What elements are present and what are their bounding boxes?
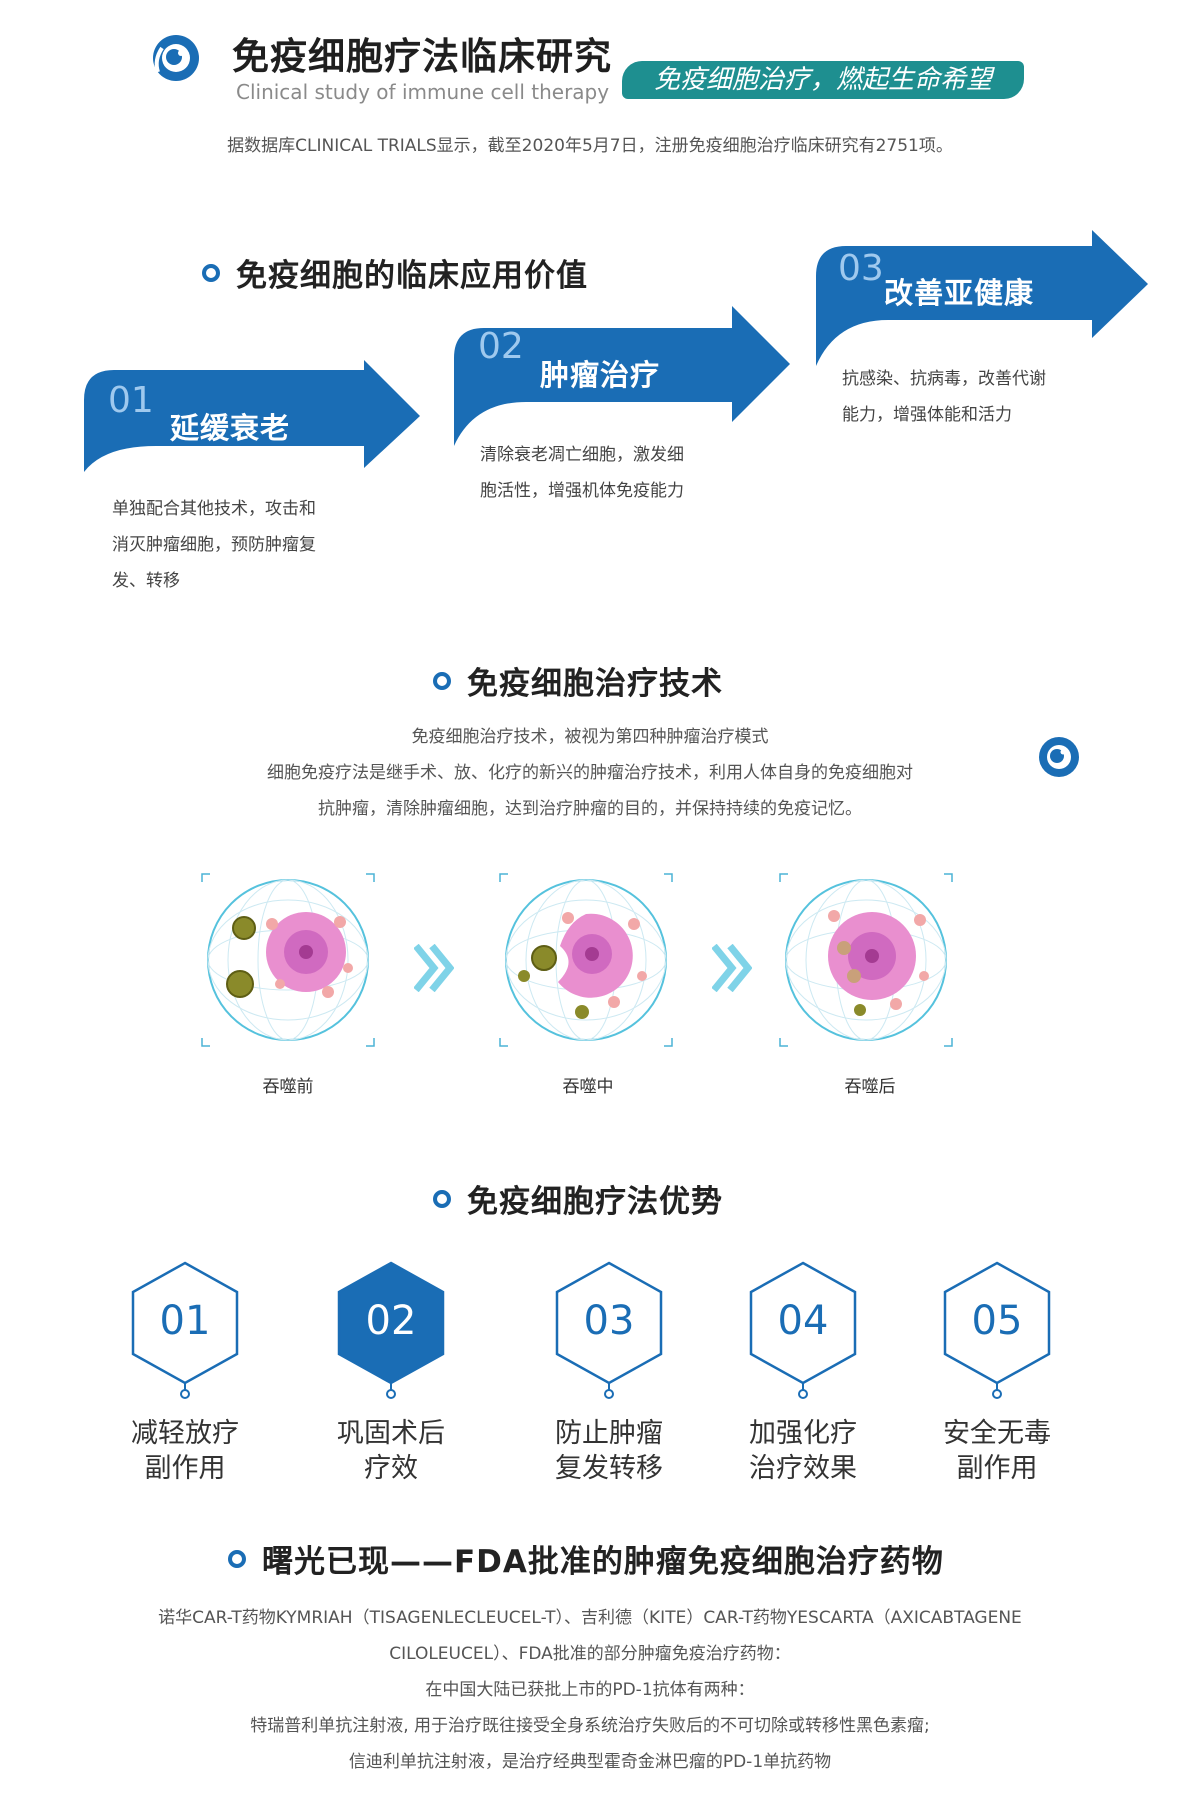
page-title: 免疫细胞疗法临床研究: [232, 35, 612, 78]
section-heading-advantages: 免疫细胞疗法优势: [433, 1176, 723, 1221]
advantage-label-line: 减轻放疗: [131, 1418, 239, 1449]
stage-caption-before: 吞噬前: [262, 1077, 314, 1097]
section-heading-fda: 曙光已现——FDA批准的肿瘤免疫细胞治疗药物: [228, 1536, 944, 1581]
brand-logo-small-icon: [1036, 734, 1082, 780]
advantage-label-01: 减轻放疗副作用: [105, 1416, 265, 1486]
arrow-desc-01: 单独配合其他技术，攻击和 消灭肿瘤细胞，预防肿瘤复 发、转移: [112, 499, 316, 591]
cell-illustration-after: [779, 873, 953, 1047]
slogan-banner: 免疫细胞治疗，燃起生命希望: [622, 61, 1024, 99]
advantage-number: 05: [971, 1298, 1023, 1344]
advantage-label-04: 加强化疗治疗效果: [723, 1416, 883, 1486]
arrow-desc-03: 抗感染、抗病毒，改善代谢 能力，增强体能和活力: [842, 369, 1046, 425]
fda-description: 诺华CAR-T药物KYMRIAH（TISAGENLECLEUCEL-T）、吉利德…: [158, 1608, 1022, 1772]
advantage-label-line: 防止肿瘤: [555, 1418, 663, 1449]
section-dot-icon: [433, 671, 451, 690]
arrow-banner-03: [816, 230, 1148, 366]
section-dot-icon: [228, 1549, 246, 1568]
arrow-banner-02: [454, 306, 790, 446]
advantage-label-line: 副作用: [956, 1453, 1038, 1484]
advantage-label-line: 副作用: [144, 1453, 226, 1484]
arrow-number-03: 03: [838, 248, 884, 289]
advantage-hexagon-04: 04: [748, 1260, 872, 1420]
advantage-label-line: 加强化疗: [749, 1418, 857, 1449]
section-dot-icon: [202, 263, 220, 282]
advantage-hexagon-02: 02: [336, 1260, 460, 1420]
hexagon-icon: [749, 1261, 857, 1399]
arrow-label-01: 延缓衰老: [170, 411, 291, 445]
chevron-right-icon: [413, 943, 455, 996]
chevron-right-icon: [711, 943, 753, 996]
section-heading-clinical-value: 免疫细胞的临床应用价值: [202, 250, 588, 295]
hexagon-icon: [337, 1261, 445, 1399]
hexagon-icon: [131, 1261, 239, 1399]
arrow-label-03: 改善亚健康: [884, 276, 1035, 310]
advantage-number: 04: [777, 1298, 829, 1344]
advantage-label-05: 安全无毒副作用: [917, 1416, 1077, 1486]
advantage-label-line: 巩固术后: [337, 1418, 445, 1449]
arrow-desc-02: 清除衰老凋亡细胞，激发细 胞活性，增强机体免疫能力: [480, 445, 684, 501]
hexagon-icon: [555, 1261, 663, 1399]
stage-caption-after: 吞噬后: [844, 1077, 896, 1097]
advantage-hexagon-01: 01: [130, 1260, 254, 1420]
advantage-number: 02: [365, 1298, 417, 1344]
arrow-number-01: 01: [108, 380, 154, 421]
technology-line-3: 抗肿瘤，清除肿瘤细胞，达到治疗肿瘤的目的，并保持持续的免疫记忆。: [318, 799, 862, 819]
advantage-label-03: 防止肿瘤复发转移: [529, 1416, 689, 1486]
advantage-number: 01: [159, 1298, 211, 1344]
stage-caption-during: 吞噬中: [562, 1077, 614, 1097]
section-heading-technology: 免疫细胞治疗技术: [433, 658, 723, 703]
arrow-label-02: 肿瘤治疗: [540, 358, 661, 392]
technology-line-2: 细胞免疫疗法是继手术、放、化疗的新兴的肿瘤治疗技术，利用人体自身的免疫细胞对: [267, 763, 913, 783]
hexagon-icon: [943, 1261, 1051, 1399]
advantage-label-line: 安全无毒: [943, 1418, 1051, 1449]
section-dot-icon: [433, 1189, 451, 1208]
arrow-banner-01: [84, 360, 420, 472]
advantage-hexagon-03: 03: [554, 1260, 678, 1420]
cell-illustration-before: [201, 873, 375, 1047]
intro-text: 据数据库CLINICAL TRIALS显示，截至2020年5月7日，注册免疫细胞…: [227, 136, 953, 156]
page-subtitle: Clinical study of immune cell therapy: [236, 80, 610, 104]
arrow-number-02: 02: [478, 326, 524, 367]
advantage-label-line: 疗效: [364, 1453, 418, 1484]
advantage-label-line: 治疗效果: [749, 1453, 857, 1484]
advantage-hexagon-05: 05: [942, 1260, 1066, 1420]
advantage-label-02: 巩固术后疗效: [311, 1416, 471, 1486]
brand-logo-icon: [150, 32, 202, 84]
advantage-label-line: 复发转移: [555, 1453, 663, 1484]
technology-line-1: 免疫细胞治疗技术，被视为第四种肿瘤治疗模式: [411, 727, 769, 747]
advantage-number: 03: [583, 1298, 635, 1344]
cell-illustration-during: [499, 873, 673, 1047]
